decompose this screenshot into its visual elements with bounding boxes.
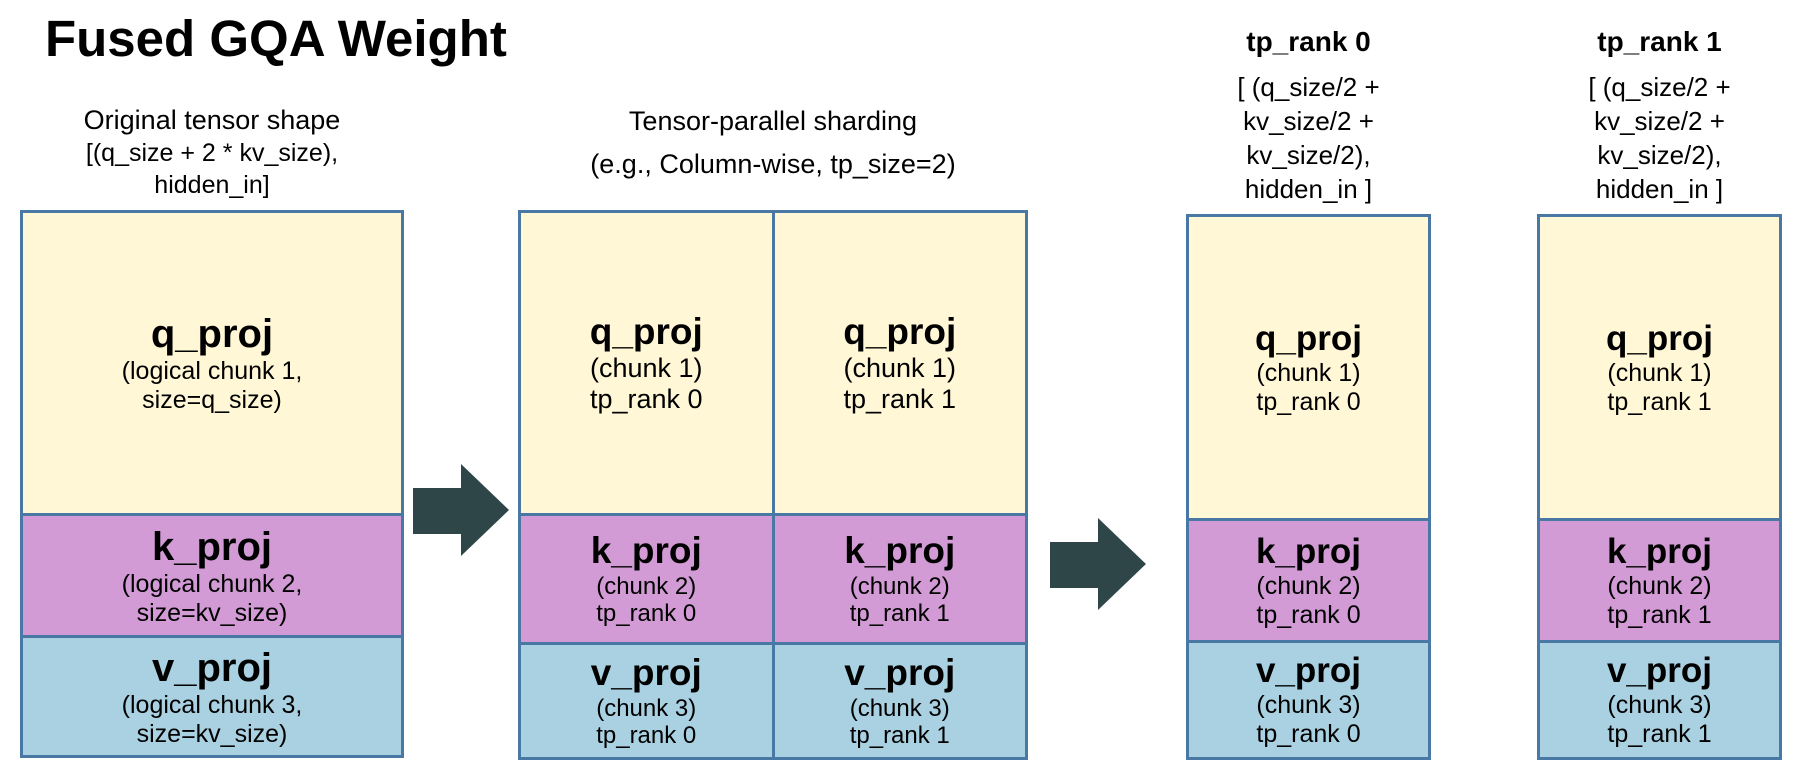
- shard-column-rank-0: q_proj (chunk 1) tp_rank 0 k_proj (chunk…: [521, 213, 772, 757]
- segment-detail: (logical chunk 2,: [121, 569, 303, 598]
- segment-detail: (chunk 3): [849, 694, 950, 722]
- original-v-proj-block: v_proj (logical chunk 3, size=kv_size): [23, 635, 401, 755]
- rank-1-tensor-stack: q_proj (chunk 1) tp_rank 1 k_proj (chunk…: [1537, 214, 1782, 760]
- segment-name: k_proj: [151, 524, 273, 569]
- segment-detail: (chunk 1): [1256, 358, 1361, 387]
- sharded-tensor-stack: q_proj (chunk 1) tp_rank 0 k_proj (chunk…: [518, 210, 1028, 760]
- original-caption-line-2: [(q_size + 2 * kv_size),: [85, 139, 339, 167]
- segment-detail: (chunk 3): [596, 694, 697, 722]
- segment-detail: tp_rank 1: [1607, 600, 1712, 629]
- sharding-caption-line-2: (e.g., Column-wise, tp_size=2): [590, 149, 956, 179]
- shard-k-proj-block: k_proj (chunk 2) tp_rank 1: [774, 513, 1025, 642]
- segment-detail: (chunk 3): [1256, 691, 1361, 720]
- original-q-proj-block: q_proj (logical chunk 1, size=q_size): [23, 213, 401, 513]
- original-k-proj-block: k_proj (logical chunk 2, size=kv_size): [23, 513, 401, 635]
- segment-detail: (chunk 3): [1607, 691, 1712, 720]
- segment-detail: tp_rank 0: [589, 384, 703, 415]
- segment-name: q_proj: [150, 312, 274, 357]
- segment-detail: (chunk 1): [1607, 358, 1712, 387]
- rank-1-title: tp_rank 1: [1597, 26, 1722, 57]
- segment-detail: tp_rank 1: [1607, 720, 1712, 749]
- rank-0-title: tp_rank 0: [1246, 26, 1371, 57]
- segment-detail: tp_rank 0: [1256, 387, 1361, 416]
- segment-detail: tp_rank 0: [596, 600, 697, 628]
- shard-q-proj-block: q_proj (chunk 1) tp_rank 0: [521, 213, 772, 513]
- segment-detail: size=kv_size): [136, 719, 288, 748]
- shard-v-proj-block: v_proj (chunk 3) tp_rank 1: [774, 642, 1025, 757]
- segment-detail: (chunk 1): [843, 353, 957, 384]
- segment-detail: (chunk 2): [596, 572, 697, 600]
- rank-0-shape-line-1: [ (q_size/2 +: [1237, 72, 1380, 102]
- shard-v-proj-block: v_proj (chunk 3) tp_rank 0: [521, 642, 772, 757]
- segment-detail: (logical chunk 1,: [121, 357, 303, 386]
- original-shape-caption: Original tensor shape [(q_size + 2 * kv_…: [20, 103, 404, 201]
- segment-detail: size=kv_size): [136, 598, 288, 627]
- segment-detail: (chunk 2): [849, 572, 950, 600]
- segment-detail: tp_rank 0: [596, 722, 697, 750]
- rank-0-q-proj-block: q_proj (chunk 1) tp_rank 0: [1189, 217, 1428, 518]
- rank-0-shape-line-4: hidden_in ]: [1244, 174, 1373, 204]
- segment-name: q_proj: [1606, 318, 1713, 358]
- rank-1-shape-line-4: hidden_in ]: [1595, 174, 1724, 204]
- rank-0-header: tp_rank 0 [ (q_size/2 + kv_size/2 + kv_s…: [1186, 24, 1431, 206]
- rank-1-shape-line-3: kv_size/2),: [1597, 140, 1722, 170]
- segment-name: v_proj: [590, 652, 702, 694]
- arrow-shape: [1050, 518, 1146, 610]
- segment-detail: size=q_size): [142, 386, 282, 414]
- original-caption-line-1: Original tensor shape: [83, 105, 341, 135]
- segment-detail: tp_rank 1: [1607, 387, 1712, 416]
- segment-detail: (chunk 2): [1256, 571, 1361, 600]
- segment-name: k_proj: [844, 530, 956, 572]
- diagram-title: Fused GQA Weight: [45, 10, 507, 67]
- rank-1-v-proj-block: v_proj (chunk 3) tp_rank 1: [1540, 640, 1779, 757]
- segment-name: v_proj: [151, 645, 273, 690]
- segment-detail: (chunk 2): [1607, 571, 1712, 600]
- rank-0-shape-line-2: kv_size/2 +: [1243, 106, 1374, 136]
- right-arrow-icon: [413, 464, 509, 556]
- segment-detail: (logical chunk 3,: [121, 690, 303, 719]
- segment-name: v_proj: [1255, 651, 1362, 691]
- segment-name: k_proj: [1255, 531, 1362, 571]
- shard-q-proj-block: q_proj (chunk 1) tp_rank 1: [774, 213, 1025, 513]
- rank-1-shape-line-2: kv_size/2 +: [1594, 106, 1725, 136]
- rank-0-k-proj-block: k_proj (chunk 2) tp_rank 0: [1189, 518, 1428, 640]
- segment-name: v_proj: [844, 652, 956, 694]
- segment-detail: (chunk 1): [589, 353, 703, 384]
- segment-detail: tp_rank 0: [1256, 600, 1361, 629]
- rank-0-tensor-stack: q_proj (chunk 1) tp_rank 0 k_proj (chunk…: [1186, 214, 1431, 760]
- shard-column-rank-1: q_proj (chunk 1) tp_rank 1 k_proj (chunk…: [771, 213, 1025, 757]
- rank-1-k-proj-block: k_proj (chunk 2) tp_rank 1: [1540, 518, 1779, 640]
- shard-k-proj-block: k_proj (chunk 2) tp_rank 0: [521, 513, 772, 642]
- right-arrow-icon: [1050, 518, 1146, 610]
- rank-0-shape-line-3: kv_size/2),: [1246, 140, 1371, 170]
- segment-name: k_proj: [1606, 531, 1713, 571]
- sharding-caption: Tensor-parallel sharding (e.g., Column-w…: [518, 103, 1028, 181]
- segment-name: k_proj: [590, 530, 702, 572]
- rank-1-header: tp_rank 1 [ (q_size/2 + kv_size/2 + kv_s…: [1537, 24, 1782, 206]
- segment-detail: tp_rank 1: [849, 722, 950, 750]
- rank-1-shape-line-1: [ (q_size/2 +: [1588, 72, 1731, 102]
- segment-name: q_proj: [843, 310, 957, 352]
- rank-0-v-proj-block: v_proj (chunk 3) tp_rank 0: [1189, 640, 1428, 757]
- segment-detail: tp_rank 0: [1256, 720, 1361, 749]
- arrow-shape: [413, 464, 509, 556]
- segment-name: v_proj: [1606, 651, 1713, 691]
- original-caption-line-3: hidden_in]: [154, 171, 270, 199]
- original-tensor-stack: q_proj (logical chunk 1, size=q_size) k_…: [20, 210, 404, 758]
- segment-detail: tp_rank 1: [843, 384, 957, 415]
- segment-name: q_proj: [1255, 318, 1362, 358]
- segment-name: q_proj: [589, 310, 703, 352]
- rank-1-q-proj-block: q_proj (chunk 1) tp_rank 1: [1540, 217, 1779, 518]
- segment-detail: tp_rank 1: [849, 600, 950, 628]
- sharding-caption-line-1: Tensor-parallel sharding: [628, 106, 918, 136]
